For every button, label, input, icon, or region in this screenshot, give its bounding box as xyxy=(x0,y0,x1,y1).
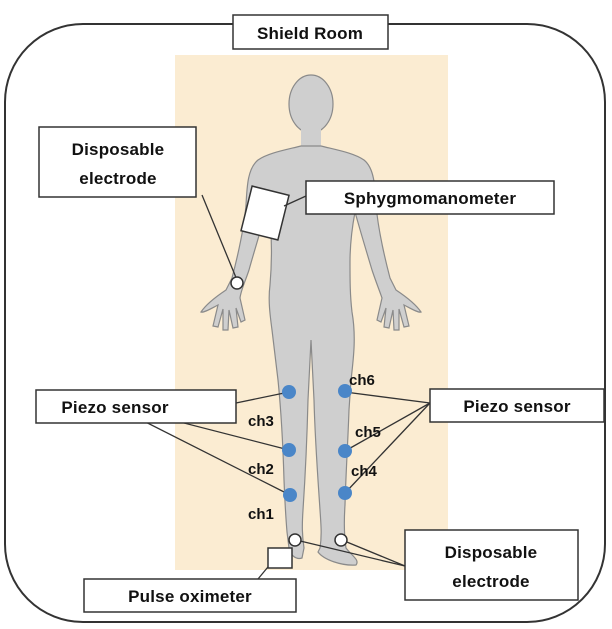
disposable-electrode-ankle-line2: electrode xyxy=(452,572,529,591)
ch6-label: ch6 xyxy=(349,372,375,389)
sensor-ch1 xyxy=(283,488,297,502)
sensor-ch4 xyxy=(338,486,352,500)
disposable-electrode-ankle-line1: Disposable xyxy=(445,543,538,562)
pulse-oximeter-label: Pulse oximeter xyxy=(128,587,252,606)
shield-room-title: Shield Room xyxy=(257,24,363,43)
ch2-label: ch2 xyxy=(248,461,274,478)
ch3-label: ch3 xyxy=(248,413,274,430)
sensor-ch3 xyxy=(282,385,296,399)
ch4-label: ch4 xyxy=(351,463,378,480)
sensor-ch5 xyxy=(338,444,352,458)
ch1-label: ch1 xyxy=(248,506,274,523)
electrode-ankle-right-marker xyxy=(335,534,347,546)
sensor-ch2 xyxy=(282,443,296,457)
sphygmomanometer-label: Sphygmomanometer xyxy=(344,189,516,208)
electrode-ankle-left-marker xyxy=(289,534,301,546)
piezo-sensor-left-label: Piezo sensor xyxy=(61,398,168,417)
electrode-wrist-marker xyxy=(231,277,243,289)
disposable-electrode-arm-line1: Disposable xyxy=(72,140,165,159)
pulse-oximeter-clip xyxy=(268,548,292,568)
disposable-electrode-arm-line2: electrode xyxy=(79,169,156,188)
ch5-label: ch5 xyxy=(355,424,381,441)
piezo-sensor-right-label: Piezo sensor xyxy=(463,397,570,416)
